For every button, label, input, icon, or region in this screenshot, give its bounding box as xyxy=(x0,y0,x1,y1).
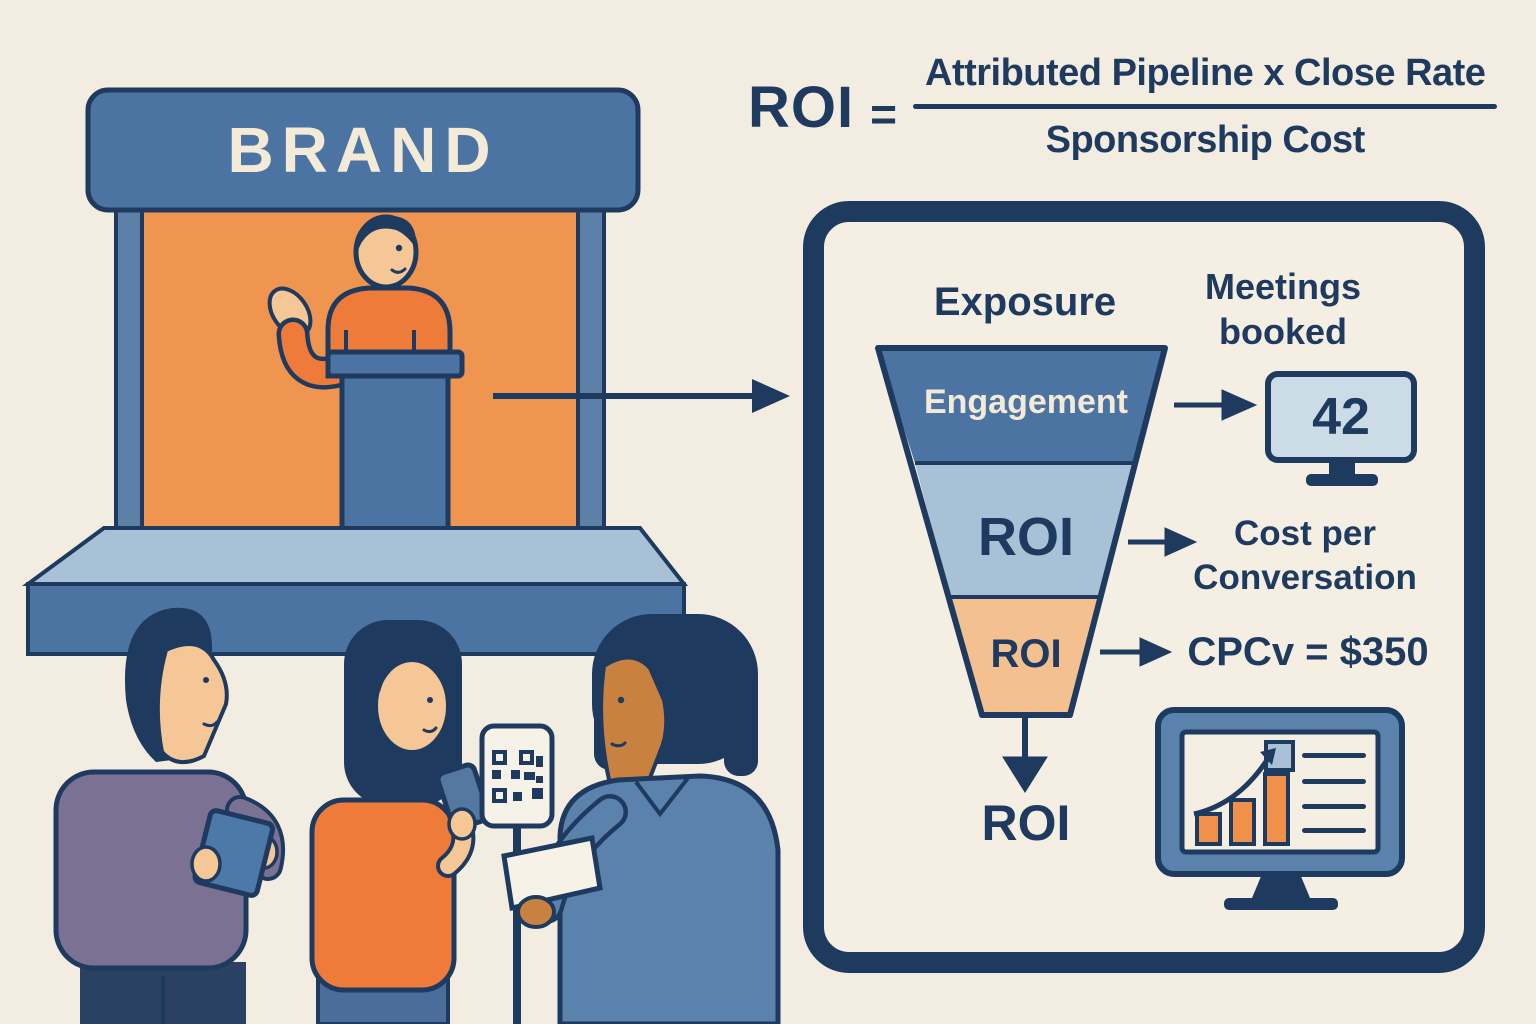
attendee-right-hair xyxy=(592,614,758,764)
formula-numerator: Attributed Pipeline x Close Rate xyxy=(925,52,1486,94)
qr-code-icon xyxy=(492,750,543,803)
cpcv-value: CPCv = $350 xyxy=(1187,630,1429,674)
podium xyxy=(325,349,465,589)
exposure-label: Exposure xyxy=(933,280,1117,324)
booth-backdrop xyxy=(138,204,582,542)
meetings-count-value: 42 xyxy=(1312,388,1370,446)
funnel-engagement-label: Engagement xyxy=(923,383,1129,421)
attendee-center-hand xyxy=(447,807,477,841)
booth-sign-text: BRAND xyxy=(227,114,498,186)
attendee-right xyxy=(501,614,781,1024)
speaker-figure xyxy=(267,214,453,390)
stage xyxy=(21,526,689,656)
attendee-center-arm xyxy=(440,820,472,874)
meetings-booked-label: Meetings booked xyxy=(1204,266,1362,352)
attendee-left-hand xyxy=(190,845,222,883)
cost-per-conversation-label: Cost per Conversation xyxy=(1193,514,1417,597)
formula-lhs: ROI xyxy=(748,74,855,140)
booth-pillar-left xyxy=(114,204,144,538)
arrow-head-icon xyxy=(752,379,790,413)
speaker-arm xyxy=(281,322,354,386)
speaker-head xyxy=(353,214,419,290)
fraction-bar xyxy=(913,104,1498,109)
attendee-left-sweater xyxy=(53,769,249,971)
booth-sign xyxy=(85,87,641,213)
stage-front xyxy=(26,582,686,656)
attendee-center-face xyxy=(374,658,450,754)
formula-equals: = xyxy=(870,88,897,140)
tablet-icon xyxy=(192,808,275,898)
booth-to-panel-arrow xyxy=(493,379,790,413)
funnel-roi-low-label: ROI xyxy=(990,632,1062,676)
speaker-mouth xyxy=(390,267,407,274)
qr-sign-pole xyxy=(513,822,521,1024)
attendee-left-arm xyxy=(229,799,282,877)
attendee-center xyxy=(309,620,491,1024)
attendee-right-face xyxy=(599,655,669,796)
stage-top xyxy=(21,526,689,586)
formula-fraction: Attributed Pipeline x Close Rate Sponsor… xyxy=(913,52,1498,162)
attendee-left-pants xyxy=(80,962,246,1024)
formula-denominator: Sponsorship Cost xyxy=(1045,119,1366,161)
business-card xyxy=(501,835,603,912)
attendee-right-jacket xyxy=(557,773,781,1024)
speaker-hair xyxy=(355,215,417,262)
attendee-left xyxy=(53,607,286,1024)
speaker-hand xyxy=(267,286,313,338)
attendee-right-hand xyxy=(516,895,556,929)
funnel-roi-mid-label: ROI xyxy=(977,507,1074,567)
brand-booth: BRAND xyxy=(85,87,641,542)
booth-pillar-right xyxy=(576,204,606,538)
funnel-output-label: ROI xyxy=(981,795,1071,851)
attendee-right-arm xyxy=(532,798,624,920)
speaker-neck xyxy=(372,272,400,298)
roi-formula: ROI = Attributed Pipeline x Close Rate S… xyxy=(748,52,1498,162)
qr-sign-board xyxy=(479,723,555,829)
phone-icon xyxy=(435,762,491,831)
speaker-torso xyxy=(325,285,453,379)
attendee-center-hair xyxy=(344,620,462,806)
attendee-center-shirt xyxy=(309,797,457,993)
attendee-left-face xyxy=(155,641,229,764)
attendee-left-hair xyxy=(124,607,213,762)
speaker-eye xyxy=(395,244,403,252)
attendee-center-jeans xyxy=(316,978,450,1024)
qr-sign xyxy=(479,723,555,1024)
